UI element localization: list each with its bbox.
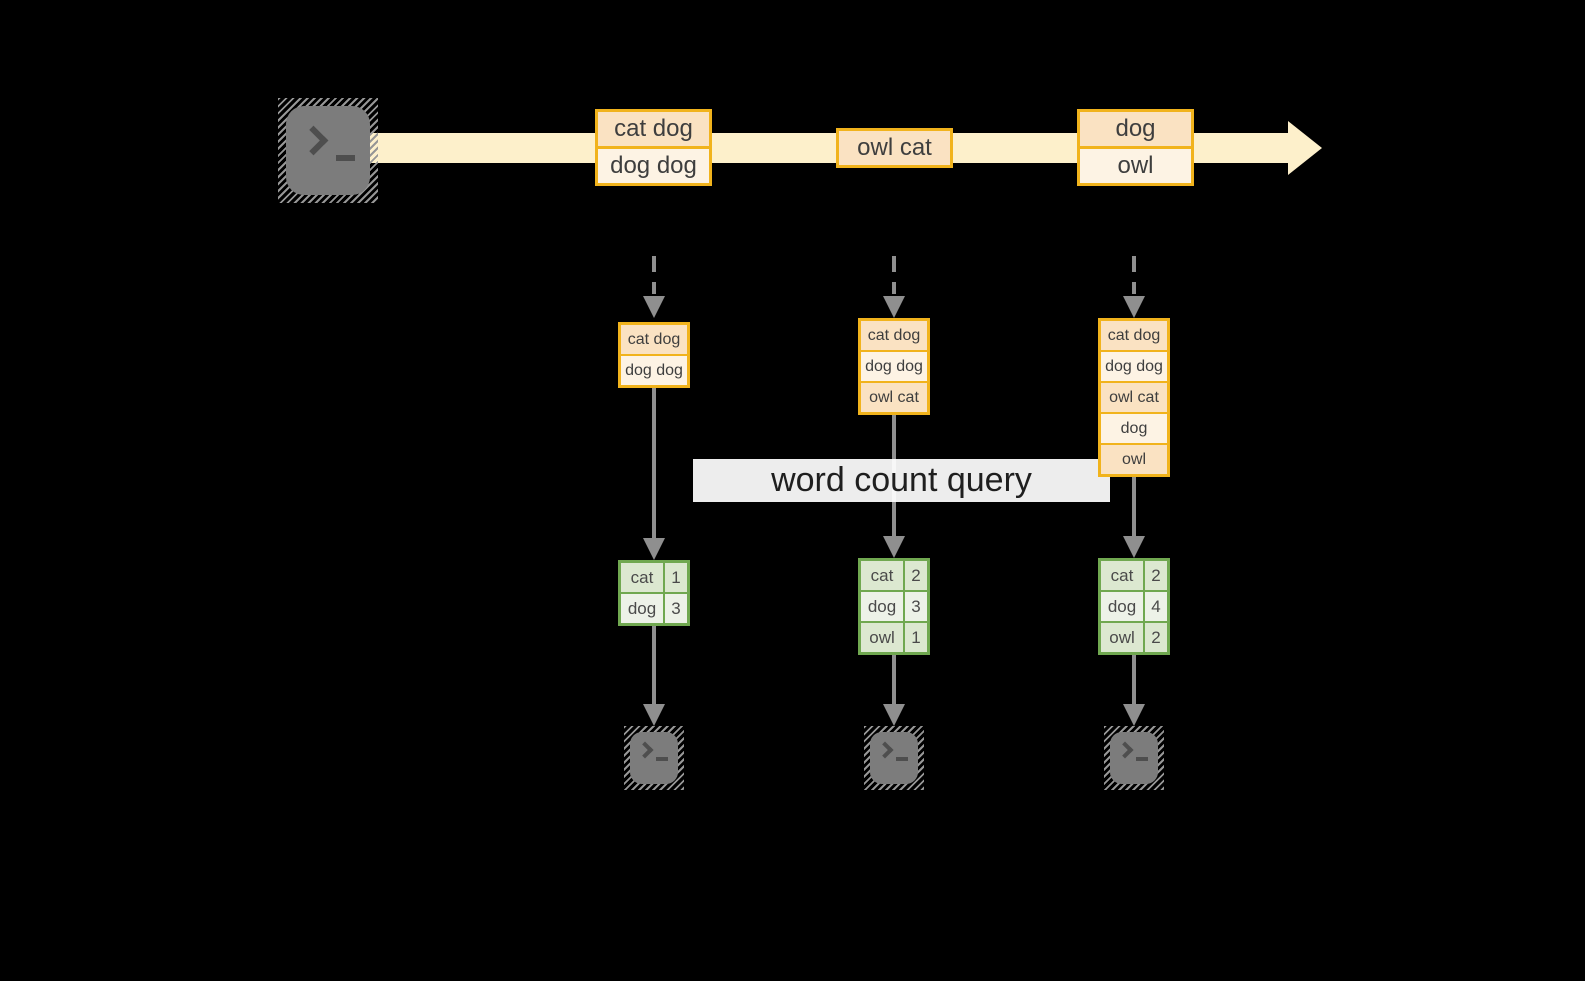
stream-event-box: dog owl: [1077, 109, 1194, 186]
terminal-body: [1110, 732, 1158, 784]
prompt-underscore-icon: [336, 155, 355, 161]
down-arrowhead-icon: [883, 536, 905, 558]
down-arrowhead-icon: [643, 296, 665, 318]
buffered-line: dog dog: [1101, 350, 1167, 381]
table-row: dog 3: [621, 592, 687, 623]
buffered-line: dog dog: [861, 350, 927, 381]
count-cell: 3: [911, 596, 921, 616]
stream-event-box: cat dog dog dog: [595, 109, 712, 186]
table-row: owl 1: [861, 621, 927, 652]
prompt-chevron-icon: [876, 741, 894, 759]
buffered-line: cat dog: [861, 321, 927, 350]
table-row: cat 1: [621, 563, 687, 592]
count-cell: 2: [1151, 565, 1161, 585]
query-flow-arrow: [1132, 477, 1136, 536]
word-cell: dog: [621, 594, 665, 623]
event-line: owl: [1080, 146, 1191, 183]
count-cell: 1: [671, 567, 681, 587]
buffered-events-box: cat dog dog dog owl cat dog owl: [1098, 318, 1170, 477]
word-cell: cat: [621, 563, 665, 592]
event-line: dog dog: [598, 146, 709, 183]
event-line: cat dog: [598, 112, 709, 146]
table-row: cat 2: [861, 561, 927, 590]
stream-event-box: owl cat: [836, 128, 953, 168]
buffered-line: owl: [1101, 443, 1167, 474]
down-arrowhead-icon: [883, 704, 905, 726]
buffered-events-box: cat dog dog dog owl cat: [858, 318, 930, 415]
down-arrowhead-icon: [643, 704, 665, 726]
word-cell: cat: [861, 561, 905, 590]
output-flow-arrow: [1132, 655, 1136, 704]
table-row: dog 4: [1101, 590, 1167, 621]
table-row: cat 2: [1101, 561, 1167, 590]
buffered-line: owl cat: [1101, 381, 1167, 412]
output-terminal-icon: [864, 726, 924, 790]
word-count-table: cat 2 dog 3 owl 1: [858, 558, 930, 655]
word-count-table: cat 1 dog 3: [618, 560, 690, 626]
count-cell: 1: [911, 627, 921, 647]
output-terminal-icon: [1104, 726, 1164, 790]
count-cell: 3: [671, 598, 681, 618]
prompt-chevron-icon: [636, 741, 654, 759]
word-cell: cat: [1101, 561, 1145, 590]
down-arrowhead-icon: [643, 538, 665, 560]
ingest-dashed-arrow: [1132, 256, 1136, 294]
word-cell: dog: [861, 592, 905, 621]
query-flow-arrow: [652, 388, 656, 538]
word-cell: owl: [1101, 623, 1145, 652]
ingest-dashed-arrow: [892, 256, 896, 294]
output-terminal-icon: [624, 726, 684, 790]
ingest-dashed-arrow: [652, 256, 656, 294]
query-label: word count query: [693, 459, 1110, 502]
event-line: dog: [1080, 112, 1191, 146]
down-arrowhead-icon: [883, 296, 905, 318]
buffered-events-box: cat dog dog dog: [618, 322, 690, 388]
count-cell: 2: [911, 565, 921, 585]
output-flow-arrow: [652, 626, 656, 704]
buffered-line: cat dog: [621, 325, 687, 354]
output-flow-arrow: [892, 655, 896, 704]
source-terminal-icon: [278, 98, 378, 203]
word-cell: dog: [1101, 592, 1145, 621]
word-cell: owl: [861, 623, 905, 652]
terminal-body: [870, 732, 918, 784]
buffered-line: dog: [1101, 412, 1167, 443]
terminal-body: [286, 106, 370, 195]
prompt-chevron-icon: [298, 125, 329, 156]
down-arrowhead-icon: [1123, 536, 1145, 558]
word-count-table: cat 2 dog 4 owl 2: [1098, 558, 1170, 655]
event-line: owl cat: [839, 131, 950, 165]
count-cell: 4: [1151, 596, 1161, 616]
count-cell: 2: [1151, 627, 1161, 647]
buffered-line: dog dog: [621, 354, 687, 385]
down-arrowhead-icon: [1123, 704, 1145, 726]
prompt-underscore-icon: [1136, 757, 1148, 761]
stream-arrowhead-icon: [1288, 121, 1322, 175]
table-row: owl 2: [1101, 621, 1167, 652]
buffered-line: cat dog: [1101, 321, 1167, 350]
prompt-underscore-icon: [656, 757, 668, 761]
buffered-line: owl cat: [861, 381, 927, 412]
prompt-underscore-icon: [896, 757, 908, 761]
prompt-chevron-icon: [1116, 741, 1134, 759]
table-row: dog 3: [861, 590, 927, 621]
down-arrowhead-icon: [1123, 296, 1145, 318]
terminal-body: [630, 732, 678, 784]
